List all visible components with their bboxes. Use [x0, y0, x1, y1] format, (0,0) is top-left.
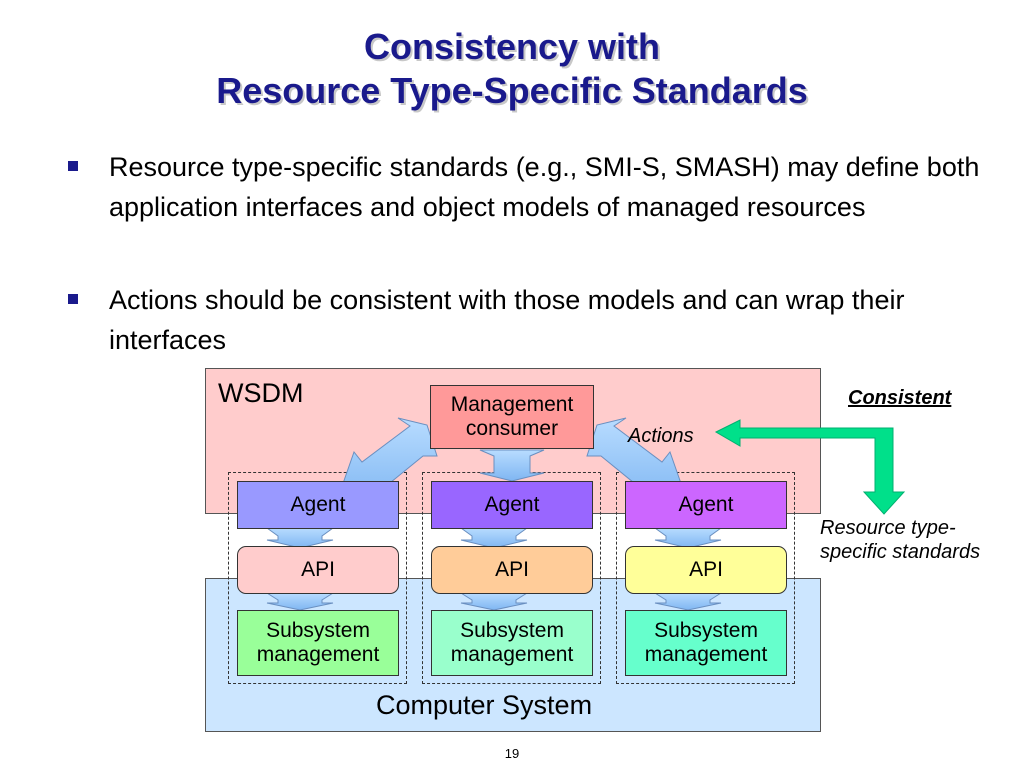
consumer-middle-arrow — [479, 449, 545, 482]
bullet-text: Resource type-specific standards (e.g., … — [109, 152, 980, 222]
subsystem-box: Subsystem management — [625, 610, 787, 676]
page-number: 19 — [504, 746, 520, 761]
consistent-arrow — [714, 419, 906, 515]
api-subsystem-arrows — [265, 592, 723, 611]
wsdm-label: WSDM — [218, 378, 304, 408]
api-box: API — [625, 546, 787, 594]
api-box: API — [431, 546, 593, 594]
bullet-text: Actions should be consistent with those … — [109, 285, 905, 355]
computer-system-label: Computer System — [376, 690, 593, 720]
column-group-1 — [228, 472, 407, 684]
api-box: API — [237, 546, 399, 594]
bullet-square-icon — [68, 294, 78, 304]
slide-title-line2: Resource Type-Specific Standards — [216, 70, 808, 111]
bullet-square-icon — [68, 161, 78, 171]
slide-title-line1: Consistency with — [363, 26, 661, 67]
subsystem-box: Subsystem management — [237, 610, 399, 676]
agent-api-arrows — [265, 527, 723, 549]
agent-box: Agent — [237, 481, 399, 529]
consistent-label: Consistent — [848, 387, 952, 409]
agent-box: Agent — [625, 481, 787, 529]
subsystem-box: Subsystem management — [431, 610, 593, 676]
standards-note: Resource type-specific standards — [820, 517, 981, 563]
actions-label: Actions — [628, 425, 694, 447]
agent-box: Agent — [431, 481, 593, 529]
management-consumer-box: Management consumer — [430, 385, 594, 449]
column-group-3 — [616, 472, 795, 684]
